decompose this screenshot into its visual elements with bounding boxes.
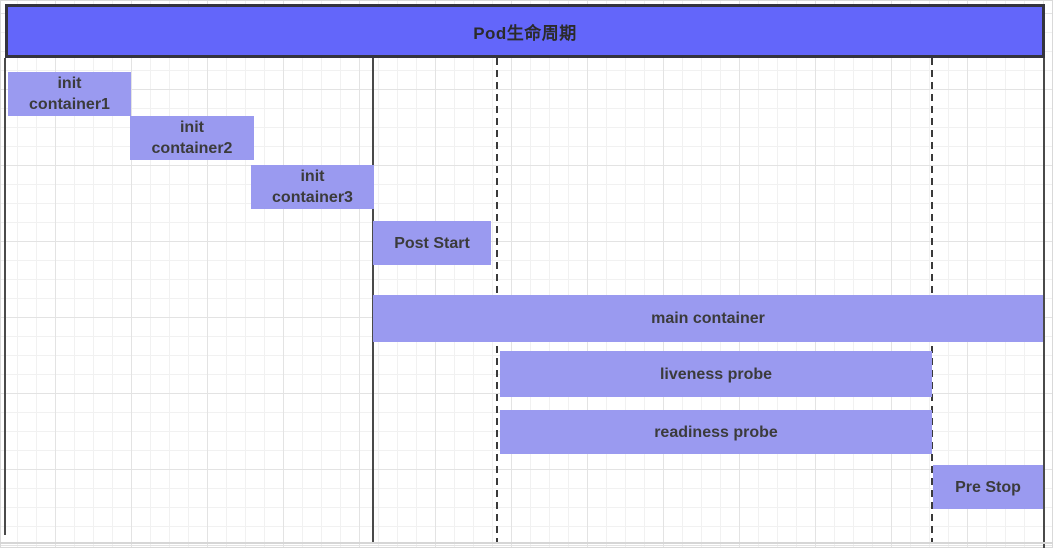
bar-liveness-probe: liveness probe <box>500 351 932 397</box>
bar-init-container1: init container1 <box>8 72 131 116</box>
bar-init-container3: init container3 <box>251 165 374 209</box>
diagram-title-bar: Pod生命周期 <box>5 4 1045 58</box>
bar-post-start: Post Start <box>373 221 491 265</box>
bar-init-container2: init container2 <box>130 116 254 160</box>
frame-left-line <box>4 58 6 535</box>
frame-right-line <box>1043 58 1045 548</box>
bar-readiness-probe: readiness probe <box>500 410 932 454</box>
bar-main-container: main container <box>373 295 1043 342</box>
frame-bottom-line <box>0 542 1053 544</box>
bar-pre-stop: Pre Stop <box>933 465 1043 509</box>
diagram-title: Pod生命周期 <box>473 23 577 43</box>
